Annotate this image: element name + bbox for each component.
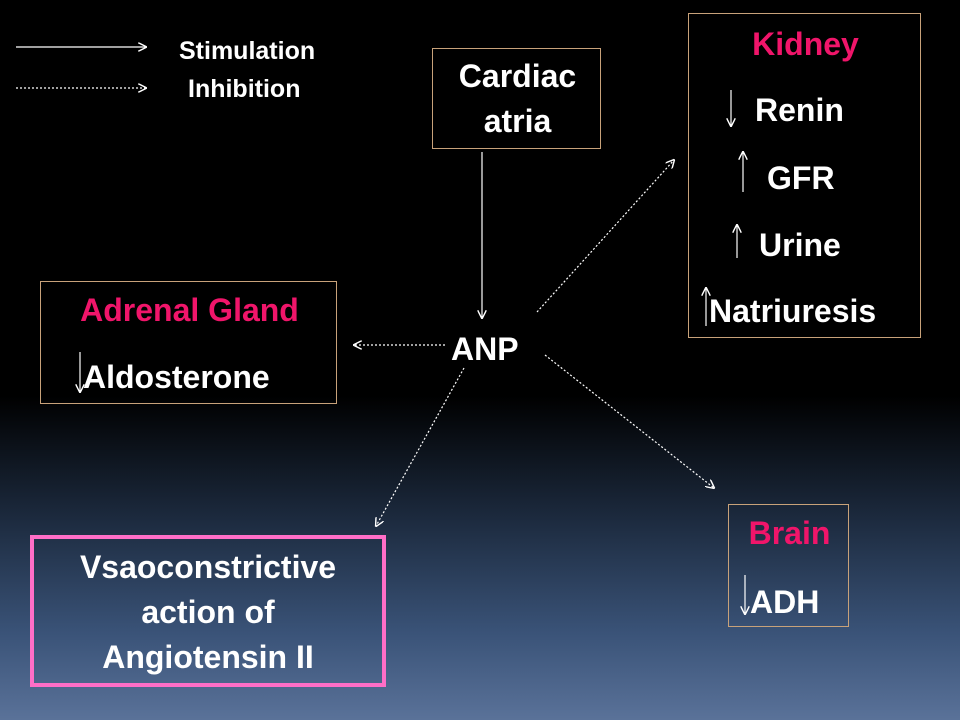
kidney-box: Kidney Renin GFR Urine Natriuresis [688,13,921,338]
angiotensin-line3: Angiotensin II [102,639,314,675]
edge-anp-to-angiotensin [376,367,465,526]
cardiac-atria-line1: Cardiac [458,58,577,94]
kidney-item-urine: Urine [759,227,841,263]
angiotensin-line1: Vsaoconstrictive [79,549,337,585]
anp-node: ANP [451,331,519,367]
cardiac-atria-line2: atria [483,103,552,139]
adrenal-gland-box: Adrenal Gland Aldosterone [40,281,337,404]
angiotensin-box: Vsaoconstrictive action of Angiotensin I… [30,535,386,687]
legend-inhibition-label: Inhibition [188,75,301,103]
kidney-title: Kidney [752,26,859,62]
edge-anp-to-kidney [536,160,674,313]
adrenal-gland-title: Adrenal Gland [80,292,299,328]
kidney-item-renin: Renin [755,92,844,128]
brain-box: Brain ADH [728,504,849,627]
kidney-item-natriuresis: Natriuresis [709,293,877,329]
brain-title: Brain [748,515,831,551]
cardiac-atria-box: Cardiac atria [432,48,601,149]
legend-stimulation-label: Stimulation [179,37,316,65]
brain-item-adh: ADH [750,584,820,620]
angiotensin-line2: action of [141,594,275,630]
kidney-item-gfr: GFR [767,160,835,196]
adrenal-item-aldosterone: Aldosterone [83,359,270,395]
edge-anp-to-brain [544,354,714,488]
